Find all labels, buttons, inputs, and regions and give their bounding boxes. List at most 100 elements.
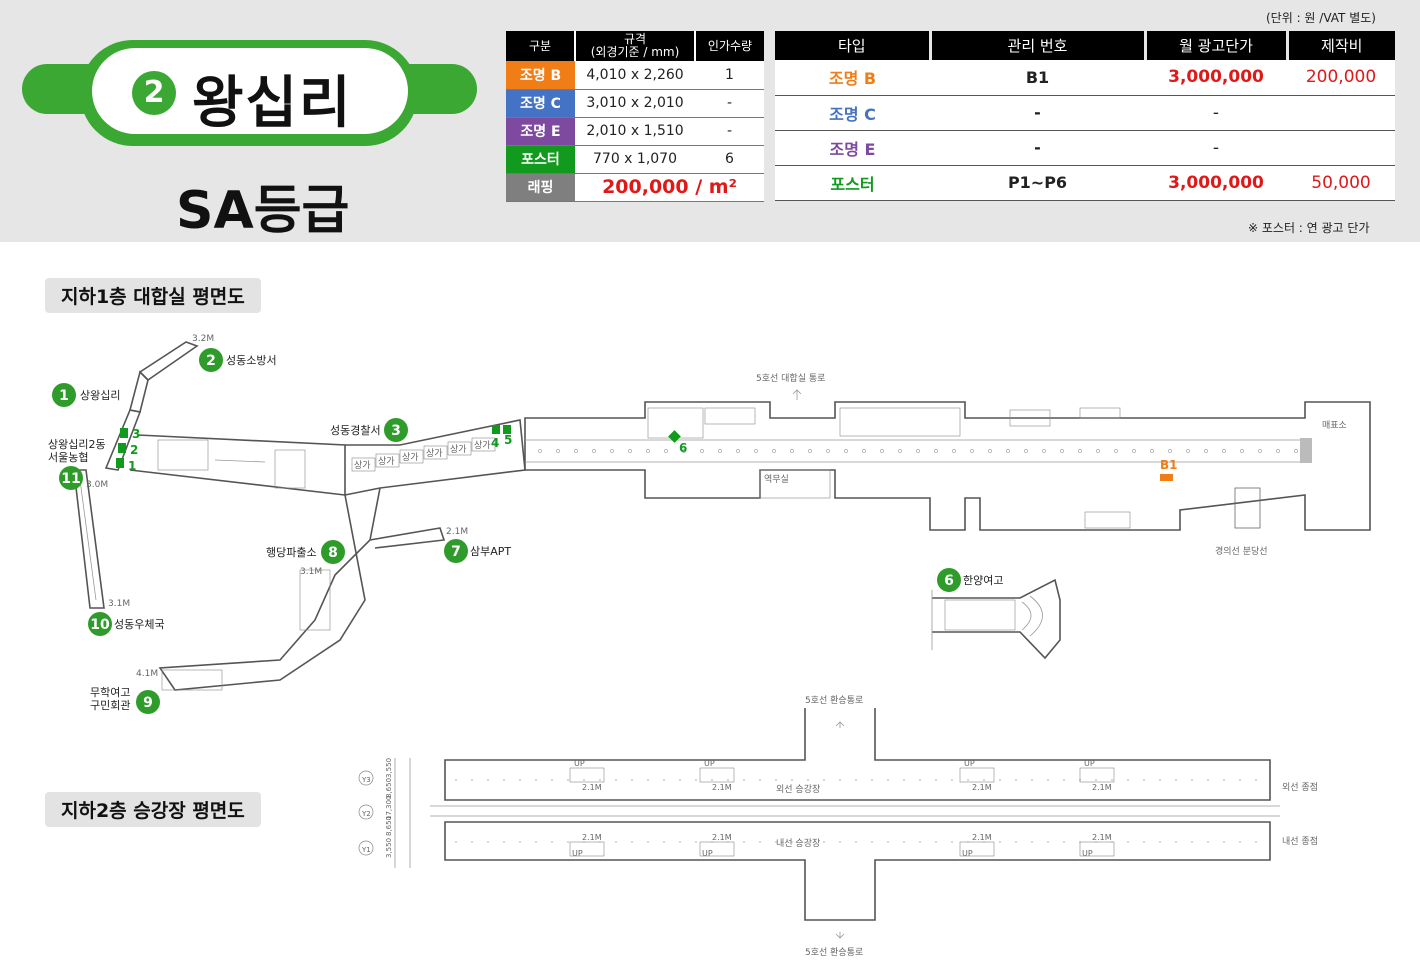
dimension-label: 8,650 xyxy=(385,816,393,836)
price-type: 조명 B xyxy=(775,60,930,96)
poster-mark: 1 xyxy=(128,459,136,473)
exit-number-badge xyxy=(88,612,112,636)
price-mgmt-number: - xyxy=(930,95,1145,131)
stair-width-label: 2.1M xyxy=(972,833,992,842)
price-production xyxy=(1287,95,1395,131)
column-dot xyxy=(952,449,956,453)
platform-stair: UP2.1M xyxy=(959,759,995,792)
column-dot xyxy=(1150,449,1154,453)
stair-width-label: 2.1M xyxy=(972,783,992,792)
price-header-mgmt: 관리 번호 xyxy=(930,31,1147,60)
price-row: 조명 C-- xyxy=(775,95,1395,131)
up-label: UP xyxy=(1084,759,1095,768)
column-dot xyxy=(772,449,776,453)
column-dot xyxy=(1240,449,1244,453)
dimension-label: 17,300 xyxy=(385,796,393,821)
exit-number: 6 xyxy=(944,573,954,589)
exit-number-badge xyxy=(321,540,345,564)
column-dot xyxy=(1024,449,1028,453)
shop-label: 상가 xyxy=(450,444,467,455)
svg-text:B1: B1 xyxy=(1160,458,1178,472)
poster-mark: 5 xyxy=(504,433,512,447)
column-dot xyxy=(628,449,632,453)
price-type: 조명 E xyxy=(775,130,930,166)
wrap-label: 래핑 xyxy=(506,173,575,202)
column-dot xyxy=(1168,449,1172,453)
width-label: 3.1M xyxy=(108,599,130,609)
spec-qty: 1 xyxy=(695,61,764,90)
spec-qty: - xyxy=(695,89,764,118)
exit-name: 성동우체국 xyxy=(114,618,165,631)
platform-stair: UP2.1M xyxy=(699,833,735,858)
column-dot xyxy=(1258,449,1262,453)
column-dot xyxy=(1186,449,1190,453)
line-number-badge: 2 xyxy=(132,71,176,115)
price-mgmt-number: P1~P6 xyxy=(930,165,1145,201)
poster-note: ※ 포스터 : 연 광고 단가 xyxy=(1248,221,1370,235)
platform-stair: UP2.1M xyxy=(1079,833,1115,858)
up-label: UP xyxy=(962,849,973,858)
exit6-stair-detail xyxy=(931,578,1061,660)
column-dot xyxy=(664,449,668,453)
exit-name: 상왕십리2동 xyxy=(48,438,106,451)
transfer-top-label: 5호선 환승통로 xyxy=(805,694,863,706)
exit-number: 2 xyxy=(206,353,216,369)
exit-name: 행당파출소 xyxy=(266,546,317,559)
exit-name: 한양여고 xyxy=(963,574,1003,587)
column-dot xyxy=(1276,449,1280,453)
price-mgmt-number: B1 xyxy=(930,60,1145,96)
shop-label: 상가 xyxy=(378,456,395,467)
column-dot xyxy=(934,449,938,453)
shop-box xyxy=(423,445,448,460)
concourse-main-hall xyxy=(524,389,1371,531)
exit-number-badge xyxy=(52,383,76,407)
exit-number-badge xyxy=(384,418,408,442)
axis-label: Y3 xyxy=(361,776,371,784)
width-label: 3.0M xyxy=(86,480,108,490)
column-dot xyxy=(1042,449,1046,453)
ticket-office-label: 매표소 xyxy=(1322,420,1347,431)
column-dot xyxy=(1006,449,1010,453)
spec-type-label: 조명 C xyxy=(506,89,575,118)
inner-end-label: 내선 종점 xyxy=(1282,835,1318,847)
poster-mark: 6 xyxy=(679,441,687,455)
spec-header-category: 구분 xyxy=(506,31,576,61)
platform-stair: UP2.1M xyxy=(569,833,605,858)
platform-stair: UP2.1M xyxy=(569,759,605,792)
spec-header-qty: 인가수량 xyxy=(695,31,764,61)
column-dot xyxy=(700,449,704,453)
exit-number: 8 xyxy=(328,545,338,561)
price-type: 포스터 xyxy=(775,165,930,201)
exit-name: 삼부APT xyxy=(470,545,511,558)
shop-box xyxy=(399,449,424,464)
up-label: UP xyxy=(574,759,585,768)
station-office-label: 역무실 xyxy=(764,474,789,485)
price-monthly: - xyxy=(1145,95,1287,131)
spec-size: 4,010 x 2,260 xyxy=(575,61,695,90)
exit-number: 10 xyxy=(90,617,110,633)
exit-number: 11 xyxy=(61,471,80,487)
price-row: 조명 E-- xyxy=(775,130,1395,166)
stair-width-label: 2.1M xyxy=(1092,833,1112,842)
price-production: 200,000 xyxy=(1287,60,1395,96)
platform-stair: UP2.1M xyxy=(1079,759,1115,792)
stair-width-label: 2.1M xyxy=(712,783,732,792)
up-label: UP xyxy=(572,849,583,858)
exit-name: 성동경찰서 xyxy=(330,424,381,437)
header-band: 2 왕십리 SA등급 (단위 : 원 /VAT 별도) 구분 규격 (외경기준 … xyxy=(0,0,1420,242)
price-production xyxy=(1287,130,1395,166)
stair-shape xyxy=(1079,767,1115,783)
spec-header-size: 규격 (외경기준 / mm) xyxy=(575,31,696,61)
column-dot xyxy=(844,449,848,453)
